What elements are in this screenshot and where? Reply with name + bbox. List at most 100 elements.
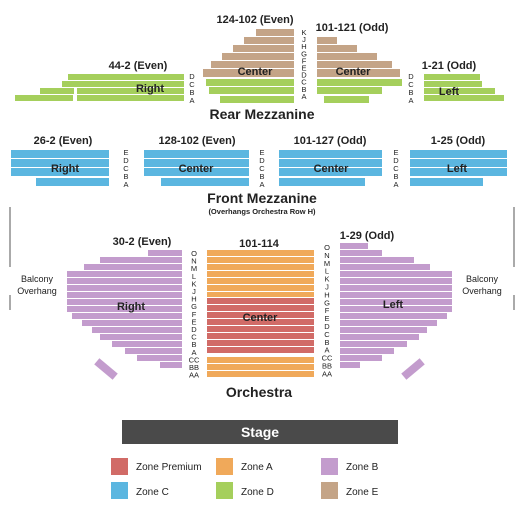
seat-row[interactable] (211, 61, 294, 68)
seat-row[interactable] (137, 355, 182, 361)
seat-row[interactable] (317, 79, 402, 86)
seat-row[interactable] (207, 371, 314, 377)
seat-row[interactable] (340, 320, 437, 326)
seat-row[interactable] (424, 95, 504, 101)
seat-row[interactable] (207, 305, 314, 311)
seat-row[interactable] (279, 159, 382, 167)
rear-right-section[interactable] (15, 74, 184, 101)
seat-row[interactable] (207, 278, 314, 284)
seat-row[interactable] (340, 306, 452, 312)
seat-row[interactable] (72, 313, 182, 319)
seat-row[interactable] (207, 292, 314, 297)
orchestra-center-a-lower[interactable] (207, 357, 314, 377)
seat-row[interactable] (279, 178, 365, 186)
seat-row[interactable] (207, 357, 314, 363)
legend-item-zone-a[interactable]: Zone A (216, 458, 273, 475)
orchestra-right-section[interactable] (67, 250, 182, 380)
seat-row[interactable] (424, 88, 495, 94)
rear-center-left-d-rows[interactable] (206, 79, 294, 103)
rear-center-right-d-rows[interactable] (317, 79, 402, 103)
seat-row[interactable] (62, 81, 184, 87)
front-center-left-section[interactable] (144, 150, 249, 186)
seat-row[interactable] (340, 341, 407, 347)
seat-row[interactable] (207, 250, 314, 256)
seat-row[interactable] (424, 81, 482, 87)
seat-row[interactable] (256, 29, 294, 36)
seat-row[interactable] (67, 306, 182, 312)
seat-row[interactable] (82, 320, 182, 326)
seat-row[interactable] (68, 74, 184, 80)
seat-row[interactable] (203, 69, 294, 77)
seat-row[interactable] (317, 37, 337, 44)
seat-row[interactable] (207, 298, 314, 304)
seat-row[interactable] (410, 150, 507, 158)
seat-row[interactable] (77, 95, 184, 101)
seat-row[interactable] (207, 271, 314, 277)
seat-row[interactable] (317, 61, 392, 68)
seat-row[interactable] (67, 271, 182, 277)
seat-row[interactable] (36, 178, 109, 186)
seat-row[interactable] (92, 327, 182, 333)
orchestra-center-premium[interactable] (207, 298, 314, 353)
seat-row[interactable] (317, 87, 382, 94)
seat-row[interactable] (40, 88, 74, 94)
seat-row[interactable] (67, 299, 182, 305)
seat-row[interactable] (340, 348, 394, 354)
seat-row[interactable] (67, 278, 182, 284)
seat-row[interactable] (11, 168, 109, 176)
legend-item-zone-b[interactable]: Zone B (321, 458, 379, 475)
seat-row[interactable] (206, 79, 294, 86)
rear-left-section[interactable] (424, 74, 504, 101)
seat-row[interactable] (77, 88, 184, 94)
seat-row[interactable] (112, 341, 182, 347)
seat-row[interactable] (11, 150, 109, 158)
seat-row[interactable] (207, 319, 314, 325)
seat-row[interactable] (100, 257, 182, 263)
seat-row[interactable] (144, 168, 249, 176)
seat-row[interactable] (410, 168, 507, 176)
seat-row[interactable] (340, 327, 427, 333)
seat-row[interactable] (244, 37, 294, 44)
seat-row[interactable] (220, 96, 294, 103)
seat-row[interactable] (209, 87, 294, 94)
seat-row[interactable] (340, 271, 452, 277)
legend-item-zone-d[interactable]: Zone D (216, 482, 274, 499)
seat-row[interactable] (279, 168, 382, 176)
seat-row[interactable] (340, 334, 419, 340)
legend-item-zone-premium[interactable]: Zone Premium (111, 458, 202, 475)
seat-row[interactable] (317, 69, 400, 77)
front-center-right-section[interactable] (279, 150, 382, 186)
seat-row[interactable] (207, 257, 314, 263)
seat-row[interactable] (317, 53, 377, 60)
seat-row[interactable] (207, 326, 314, 332)
seat-row[interactable] (15, 95, 73, 101)
seat-row[interactable] (410, 159, 507, 167)
seat-row[interactable] (160, 362, 182, 368)
front-right-section[interactable] (11, 150, 109, 186)
seat-row[interactable] (340, 285, 452, 291)
seat-row[interactable] (67, 285, 182, 291)
seat-row[interactable] (148, 250, 182, 256)
seat-row[interactable] (125, 348, 182, 354)
orchestra-left-section[interactable] (340, 243, 452, 380)
seat-row[interactable] (67, 292, 182, 298)
seat-row[interactable] (84, 264, 182, 270)
seat-row[interactable] (424, 74, 480, 80)
seat-row[interactable] (340, 250, 382, 256)
rear-center-right-section[interactable] (317, 37, 400, 77)
seat-row[interactable] (340, 355, 382, 361)
seat-row[interactable] (207, 340, 314, 346)
seat-row[interactable] (144, 159, 249, 167)
seat-row[interactable] (207, 264, 314, 270)
seat-row[interactable] (222, 53, 294, 60)
front-left-section[interactable] (410, 150, 507, 186)
rear-center-left-section[interactable] (203, 29, 294, 77)
box-seat[interactable] (401, 358, 425, 380)
seat-row[interactable] (233, 45, 294, 52)
seat-row[interactable] (100, 334, 182, 340)
seat-row[interactable] (144, 150, 249, 158)
seat-row[interactable] (340, 313, 447, 319)
seat-row[interactable] (207, 347, 314, 353)
seat-row[interactable] (279, 150, 382, 158)
seat-row[interactable] (207, 312, 314, 318)
